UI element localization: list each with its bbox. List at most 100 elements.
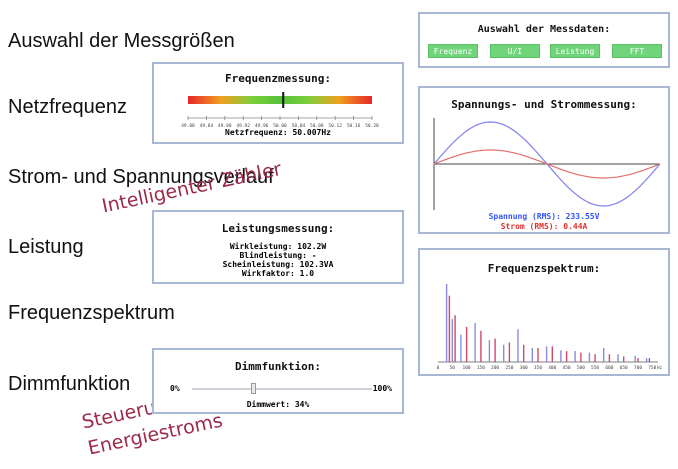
spectrum-bar [634, 355, 636, 362]
label-leistung: Leistung [8, 236, 84, 258]
messdaten-panel: Auswahl der Messdaten: Frequenz U/I Leis… [418, 12, 670, 68]
leistung-panel-title: Leistungsmessung: [221, 222, 335, 235]
dimm-slider-thumb[interactable] [250, 383, 256, 394]
spectrum-panel-title: Frequenzspektrum: [487, 262, 601, 275]
spectrum-tick-label: 450 [563, 365, 571, 371]
spectrum-bar [480, 330, 482, 362]
spectrum-panel: Frequenzspektrum: 0 50 100 150 200 250 300 350 4… [418, 248, 670, 376]
current-wave [433, 149, 661, 179]
frequenz-tick-label: 50.08 [310, 123, 324, 129]
frequenz-gauge: 49.80 49.84 49.88 49.92 49.96 50.00 50.04 50.08… [181, 92, 379, 129]
spectrum-bar [545, 346, 548, 362]
spectrum-tick-label: 550 [591, 365, 599, 371]
spectrum-bar [580, 352, 582, 362]
leistung-panel: Leistungsmessung: Wirkleistung: 102.2W B… [152, 210, 404, 284]
spectrum-bar [537, 348, 539, 362]
spectrum-tick-label: 650 [620, 365, 628, 371]
spectrum-tick-label: 300 [520, 365, 528, 371]
spectrum-tick-label: 400 [548, 365, 556, 371]
scheinleistung-value: Scheinleistung: 102.3VA [222, 260, 334, 269]
spectrum-bar [448, 295, 451, 362]
spectrum-bar [608, 354, 611, 362]
spectrum-tick-label: 150 [477, 365, 485, 371]
spectrum-tick-label: 0 [437, 365, 440, 371]
spectrum-bar [574, 351, 576, 362]
spectrum-bar [523, 344, 525, 362]
frequenz-tick-label: 49.80 [181, 123, 195, 129]
label-strom-spannungsverlauf: Strom- und Spannungsverlauf [8, 166, 274, 188]
voltage-rms-label: Spannung (RMS): 233.55V [488, 212, 600, 221]
spectrum-tick-label: 600 [605, 365, 613, 371]
wave-panel-title: Spannungs- und Strommessung: [451, 98, 637, 111]
spectrum-chart: 0 50 100 150 200 250 300 350 400 450 500 550 600 650 7… [437, 284, 663, 371]
frequenz-panel-title: Frequenzmessung: [225, 72, 331, 85]
spectrum-bar [551, 346, 553, 362]
spectrum-tick-label: 200 [491, 365, 499, 371]
spectrum-bar [508, 342, 511, 362]
spectrum-bar [465, 326, 468, 362]
spectrum-tick-label: 50 [450, 365, 456, 371]
spectrum-tick-label: 700 [634, 365, 642, 371]
spectrum-tick-label: 250 [505, 365, 513, 371]
spectrum-bar [637, 358, 639, 362]
label-netzfrequenz: Netzfrequenz [8, 96, 127, 118]
spectrum-tick-label: 350 [534, 365, 542, 371]
spectrum-bar [503, 344, 505, 362]
spectrum-bar [517, 329, 519, 362]
blindleistung-value: Blindleistung: - [239, 251, 317, 260]
frequenz-tick-label: 49.92 [236, 123, 250, 129]
spectrum-bar [488, 340, 491, 362]
frequenz-tick-label: 50.00 [273, 123, 287, 129]
spectrum-bar [560, 350, 562, 362]
spectrum-unit-label: Hz [657, 365, 662, 370]
leistung-button[interactable]: Leistung [550, 44, 600, 58]
spectrum-bar [617, 354, 619, 362]
dimm-slider-track[interactable] [192, 388, 372, 390]
frequenz-tick-label: 50.12 [328, 123, 342, 129]
label-dimmfunktion: Dimmfunktion [8, 373, 131, 395]
spectrum-bar [474, 323, 476, 362]
spectrum-bar [460, 334, 462, 362]
wave-chart [433, 118, 661, 210]
ui-button[interactable]: U/I [490, 44, 540, 58]
wirkleistung-value: Wirkleistung: 102.2W [229, 242, 327, 251]
messdaten-panel-title: Auswahl der Messdaten: [477, 24, 611, 35]
dimm-max-label: 100% [372, 384, 392, 393]
label-auswahl-messgroessen: Auswahl der Messgrößen [8, 30, 235, 52]
dimm-min-label: 0% [170, 384, 180, 393]
wave-panel: Spannungs- und Strommessung: Spannung (R… [418, 86, 670, 234]
spectrum-bar [645, 358, 648, 362]
spectrum-bar [623, 356, 625, 362]
wirkfaktor-value: Wirkfaktor: 1.0 [241, 269, 315, 278]
dimm-panel-title: Dimmfunktion: [234, 360, 322, 373]
spectrum-bar [588, 352, 591, 362]
frequenz-button[interactable]: Frequenz [428, 44, 478, 58]
frequenz-gauge-marker [282, 92, 285, 108]
dimm-panel: Dimmfunktion: 0% 100% Dimmwert: 34% [152, 348, 404, 414]
frequenz-tick-label: 50.16 [347, 123, 361, 129]
frequenz-gauge-bar [188, 96, 372, 104]
spectrum-bar [648, 358, 651, 362]
spectrum-tick-label: 500 [577, 365, 585, 371]
spectrum-tick-label: 750 [648, 365, 656, 371]
spectrum-tick-label: 100 [463, 365, 471, 371]
frequenz-tick-label: 50.20 [365, 123, 379, 129]
fft-button[interactable]: FFT [612, 44, 662, 58]
dimm-readout: Dimmwert: 34% [246, 400, 310, 409]
spectrum-bar [445, 284, 448, 362]
spectrum-bar [454, 315, 456, 362]
frequenz-tick-label: 50.04 [292, 123, 306, 129]
label-frequenzspektrum: Frequenzspektrum [8, 302, 175, 324]
spectrum-bar [494, 338, 496, 362]
frequenz-tick-label: 49.88 [218, 123, 232, 129]
spectrum-bar [531, 348, 533, 362]
current-rms-label: Strom (RMS): 0.44A [500, 222, 588, 231]
spectrum-bar [451, 319, 453, 362]
spectrum-bar [565, 351, 568, 362]
frequenz-tick-label: 49.84 [200, 123, 214, 129]
frequenz-readout: Netzfrequenz: 50.007Hz [225, 128, 331, 137]
frequenz-tick-label: 49.96 [255, 123, 269, 129]
spectrum-bar [603, 348, 605, 362]
spectrum-bar [594, 354, 596, 362]
